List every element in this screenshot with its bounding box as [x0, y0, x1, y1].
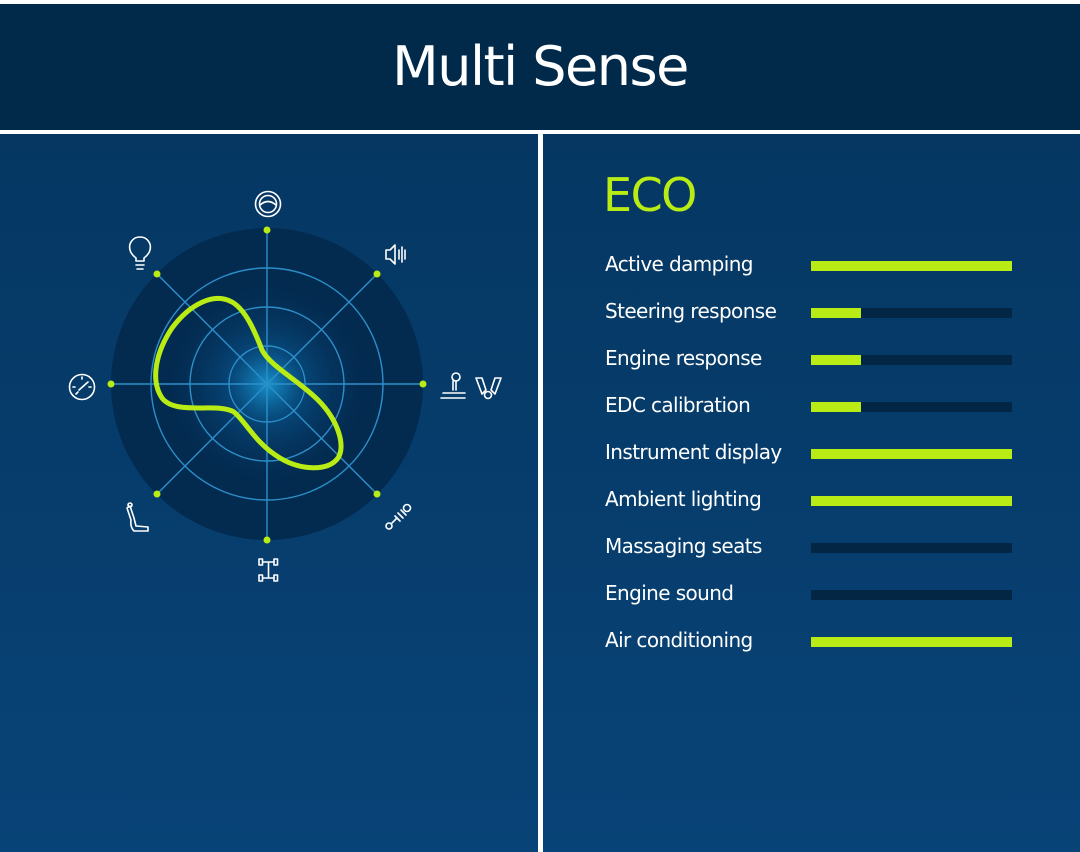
- setting-label: Air conditioning: [605, 628, 753, 652]
- gauge-icon: [68, 373, 96, 401]
- setting-level-bar: [811, 543, 1012, 553]
- setting-level-bar: [811, 590, 1012, 600]
- radar-panel: [0, 134, 538, 852]
- setting-row: Air conditioning: [605, 628, 1025, 658]
- setting-level-bar: [811, 261, 1012, 271]
- radar-profile-shape: [153, 295, 344, 471]
- axis-dot: [263, 226, 271, 234]
- setting-label: Active damping: [605, 252, 753, 276]
- setting-row: Active damping: [605, 252, 1025, 282]
- setting-row: Engine response: [605, 346, 1025, 376]
- axis-dot: [153, 490, 161, 498]
- setting-level-bar: [811, 308, 1012, 318]
- engine-pistons-icon: [440, 372, 502, 400]
- setting-level-fill: [811, 308, 862, 318]
- setting-row: Instrument display: [605, 440, 1025, 470]
- setting-row: Ambient lighting: [605, 487, 1025, 517]
- axis-dot: [153, 270, 161, 278]
- setting-level-fill: [811, 449, 1012, 459]
- chassis-icon: [258, 558, 279, 582]
- radar-axis-dots: [107, 226, 427, 544]
- setting-level-fill: [811, 355, 862, 365]
- axis-dot: [263, 536, 271, 544]
- setting-label: Steering response: [605, 299, 777, 323]
- light-bulb-icon: [128, 236, 152, 270]
- setting-level-bar: [811, 402, 1012, 412]
- setting-row: Massaging seats: [605, 534, 1025, 564]
- damper-spring-icon: [385, 503, 412, 530]
- seat-icon: [126, 502, 149, 532]
- setting-level-bar: [811, 637, 1012, 647]
- setting-level-fill: [811, 402, 862, 412]
- setting-level-bar: [811, 496, 1012, 506]
- setting-level-bar: [811, 449, 1012, 459]
- axis-dot: [107, 380, 115, 388]
- setting-level-fill: [811, 637, 1012, 647]
- setting-label: EDC calibration: [605, 393, 751, 417]
- setting-level-bar: [811, 355, 1012, 365]
- radar-chart: [68, 190, 502, 582]
- setting-label: Massaging seats: [605, 534, 762, 558]
- setting-label: Engine sound: [605, 581, 734, 605]
- setting-level-fill: [811, 496, 1012, 506]
- axis-dot: [373, 270, 381, 278]
- axis-dot: [419, 380, 427, 388]
- setting-label: Ambient lighting: [605, 487, 762, 511]
- setting-label: Instrument display: [605, 440, 782, 464]
- setting-row: Steering response: [605, 299, 1025, 329]
- axis-dot: [373, 490, 381, 498]
- setting-label: Engine response: [605, 346, 762, 370]
- page-title: Multi Sense: [392, 34, 689, 98]
- header-bar: Multi Sense: [0, 4, 1080, 130]
- speaker-icon: [385, 244, 406, 265]
- setting-level-fill: [811, 261, 1012, 271]
- setting-row: Engine sound: [605, 581, 1025, 611]
- mode-title: ECO: [603, 168, 697, 222]
- steering-wheel-icon: [254, 190, 282, 218]
- setting-row: EDC calibration: [605, 393, 1025, 423]
